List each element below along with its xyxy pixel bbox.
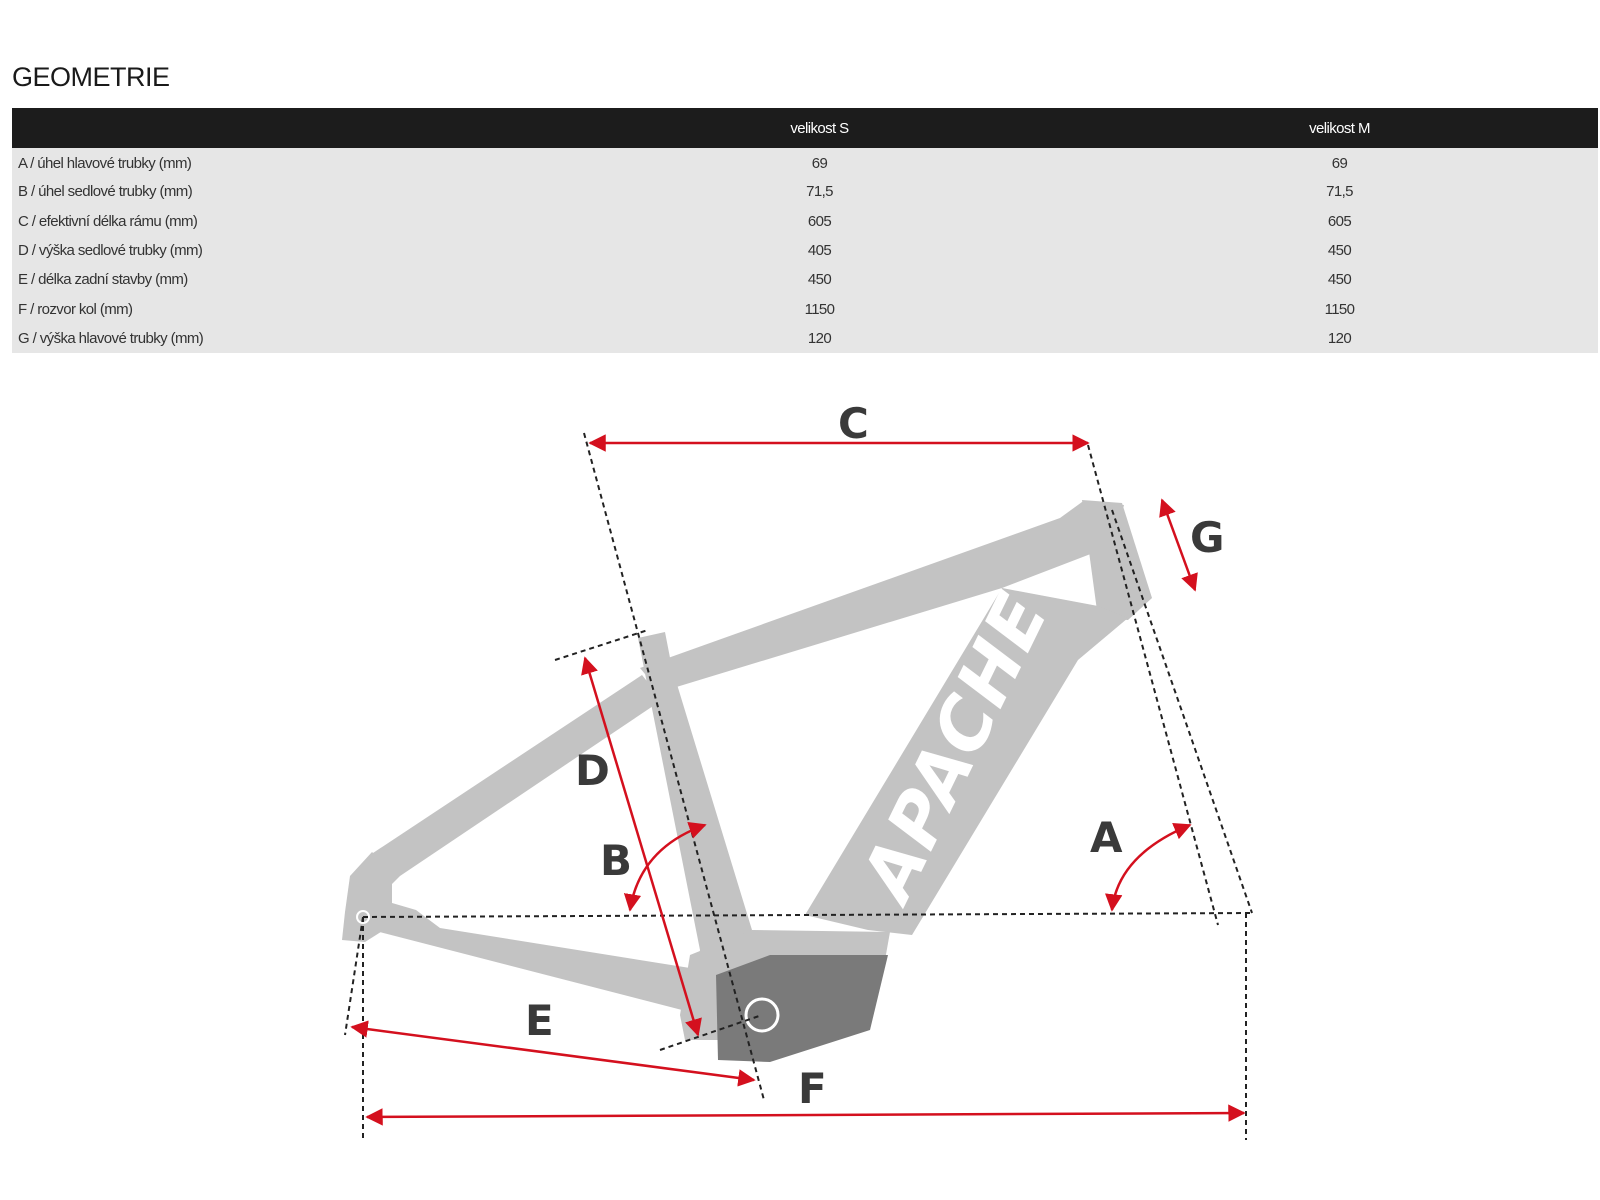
- head-tube-axis-line-2: [1111, 509, 1253, 914]
- row-value-m: 605: [1327, 212, 1352, 230]
- table-header-row: velikost S velikost M: [12, 108, 1598, 148]
- rear-dropout: [342, 852, 392, 942]
- dimension-arrow-e: [350, 1020, 756, 1087]
- row-value-m: 450: [1327, 271, 1352, 289]
- row-value-m: 71,5: [1326, 183, 1353, 201]
- horizontal-axle-line: [362, 912, 1253, 918]
- table-row: F / rozvor kol (mm) 1150 1150: [12, 294, 1598, 323]
- row-label: A / úhel hlavové trubky (mm): [18, 155, 192, 173]
- dimension-arrow-a: [1105, 822, 1192, 912]
- row-label: G / výška hlavové trubky (mm): [18, 329, 204, 347]
- label-a: A: [1090, 813, 1123, 862]
- row-value-s: 120: [807, 329, 832, 347]
- motor-housing: [716, 955, 888, 1062]
- row-label: D / výška sedlové trubky (mm): [18, 242, 203, 260]
- page-title: GEOMETRIE: [12, 62, 170, 92]
- row-label: B / úhel sedlové trubky (mm): [18, 183, 193, 201]
- d-top-reference-line: [554, 629, 649, 661]
- row-value-s: 71,5: [806, 183, 833, 201]
- top-tube: [640, 502, 1124, 692]
- chain-stay: [365, 895, 700, 1010]
- row-value-m: 69: [1331, 155, 1348, 173]
- row-value-s: 605: [807, 212, 832, 230]
- brand-logo: APACHE: [843, 579, 1065, 917]
- row-value-s: 405: [807, 242, 832, 260]
- label-e: E: [525, 996, 554, 1045]
- dimension-arrow-b: [623, 822, 707, 912]
- row-value-m: 450: [1327, 242, 1352, 260]
- dimension-labels: C G D B A E F: [525, 399, 1224, 1113]
- label-g: G: [1190, 513, 1224, 562]
- label-c: C: [838, 399, 869, 448]
- table-row: A / úhel hlavové trubky (mm) 69 69: [12, 148, 1598, 177]
- row-value-m: 120: [1327, 329, 1352, 347]
- table-row: G / výška hlavové trubky (mm) 120 120: [12, 324, 1598, 353]
- label-f: F: [798, 1064, 827, 1113]
- dimension-arrows: [350, 434, 1246, 1126]
- dimension-arrow-f: [365, 1104, 1246, 1126]
- table-row: E / délka zadní stavby (mm) 450 450: [12, 265, 1598, 294]
- label-d: D: [575, 746, 610, 795]
- rear-axle-circle: [356, 910, 370, 924]
- row-value-s: 450: [807, 271, 832, 289]
- header-cell-size-m: velikost M: [1309, 119, 1370, 137]
- head-tube: [1082, 500, 1152, 620]
- head-tube-axis-line-1: [1087, 444, 1219, 926]
- table-row: C / efektivní délka rámu (mm) 605 605: [12, 207, 1598, 236]
- bike-frame: APACHE: [342, 500, 1152, 1062]
- row-value-s: 69: [811, 155, 828, 173]
- bottom-bracket-circle: [744, 997, 780, 1033]
- table-row: B / úhel sedlové trubky (mm) 71,5 71,5: [12, 177, 1598, 206]
- row-value-s: 1150: [804, 300, 835, 318]
- down-tube: [805, 588, 1128, 935]
- row-label: E / délka zadní stavby (mm): [18, 271, 188, 289]
- dimension-arrow-g: [1159, 498, 1198, 592]
- label-b: B: [600, 836, 632, 885]
- geometry-table: velikost S velikost M A / úhel hlavové t…: [12, 108, 1598, 354]
- row-label: F / rozvor kol (mm): [18, 300, 133, 318]
- rear-axle-e-line: [344, 916, 364, 1036]
- header-cell-size-s: velikost S: [790, 119, 849, 137]
- row-label: C / efektivní délka rámu (mm): [18, 212, 198, 230]
- table-row: D / výška sedlové trubky (mm) 405 450: [12, 236, 1598, 265]
- row-value-m: 1150: [1324, 300, 1355, 318]
